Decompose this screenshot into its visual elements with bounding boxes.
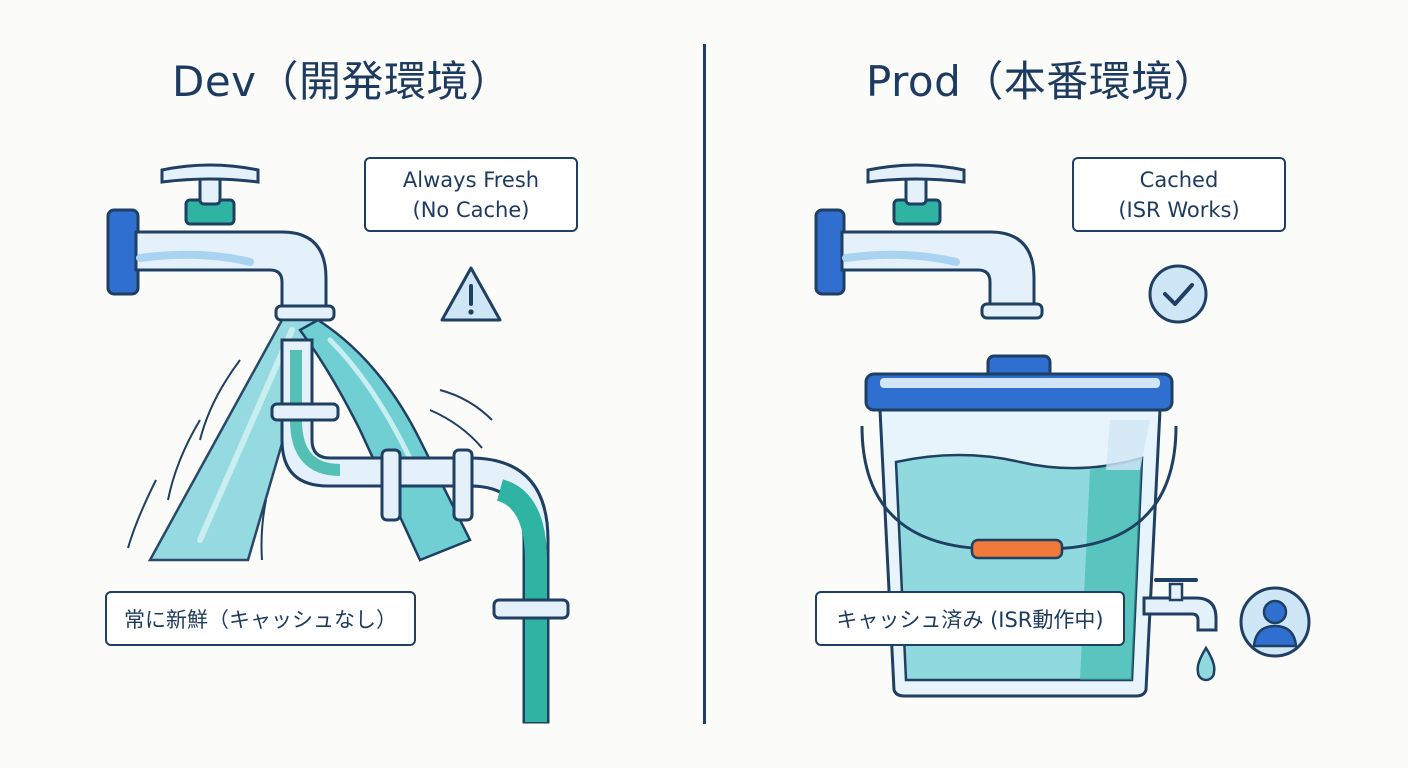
dev-status-line1: Always Fresh (402, 168, 540, 192)
water-drop (1196, 645, 1216, 682)
prod-status-line1: Cached (1139, 168, 1219, 192)
prod-wall-mount (814, 208, 846, 296)
dev-status-line2: (No Cache) (412, 198, 530, 222)
dev-water-spray-left (147, 318, 320, 562)
prod-status-line2: (ISR Works) (1118, 198, 1240, 222)
user-avatar-icon (1239, 586, 1311, 658)
dev-wall-mount (106, 208, 140, 296)
dev-caption: 常に新鮮（キャッシュなし） (105, 591, 416, 646)
dev-bent-pipe (280, 338, 550, 724)
bucket-handle-grip (970, 538, 1064, 560)
dev-title: Dev（開発環境） (172, 57, 512, 106)
dev-faucet-spout (134, 230, 328, 312)
prod-title: Prod（本番環境） (866, 57, 1217, 106)
check-circle-icon (1148, 264, 1208, 324)
center-divider (703, 44, 706, 724)
dev-water-spray-right (298, 318, 472, 562)
prod-faucet-spout (840, 230, 1036, 306)
prod-caption: キャッシュ済み (ISR動作中) (815, 591, 1125, 646)
dev-faucet-handle (160, 163, 260, 184)
warning-icon (440, 266, 502, 322)
dev-faucet-illustration (106, 163, 570, 724)
dev-status-label: Always Fresh (No Cache) (364, 157, 578, 232)
prod-status-label: Cached (ISR Works) (1072, 157, 1286, 232)
bucket-spigot (1142, 578, 1218, 682)
prod-faucet-handle (866, 163, 966, 184)
